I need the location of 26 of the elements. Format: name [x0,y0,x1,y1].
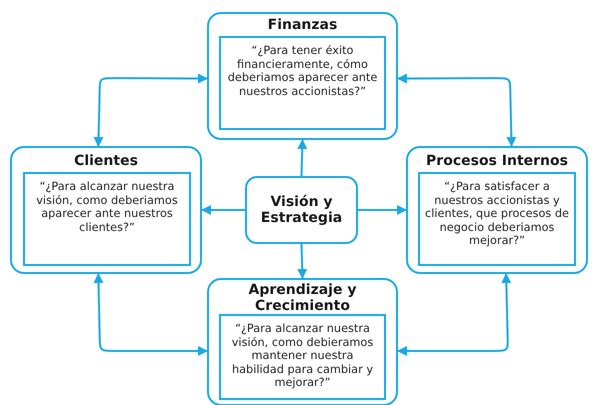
question-text: “¿Para alcanzar nuestra visión, como debieramos mantener nuestra habilidad para cambiar y mejorar?” [230,321,374,390]
perspective-panel [10,146,202,274]
center-box [245,176,358,244]
question-box [23,172,191,266]
panel-heading: Aprendizaje y Crecimiento [248,282,358,314]
question-box [418,172,576,266]
panel-heading: Procesos Internos [425,153,569,169]
arrow [397,273,512,356]
arrow [358,205,407,215]
question-box [219,36,386,130]
arrow [94,74,208,147]
question-text: “¿Para alcanzar nuestra visión, como deberiamos aparecer ante nuestros clientes?” [35,179,179,234]
perspective-panel [207,278,398,405]
question-text: “¿Para satisfacer a nuestros accionistas y clientes, que procesos de negocio deberiamos mejorar?” [424,179,570,248]
panel-heading: Finanzas [266,17,338,33]
arrow [297,139,308,176]
panel-heading: Clientes [73,153,139,169]
question-box [219,314,386,400]
arrow [201,205,245,215]
arrow [297,244,308,279]
perspective-panel [406,146,588,274]
center-title: Visión y Estrategia [260,194,344,226]
question-text: “¿Para tener éxito financieramente, cómo deberiamos aparecer ante nuestros accionistas?” [226,43,378,98]
arrow [94,273,208,356]
arrow [397,74,516,147]
perspective-panel [207,12,398,140]
